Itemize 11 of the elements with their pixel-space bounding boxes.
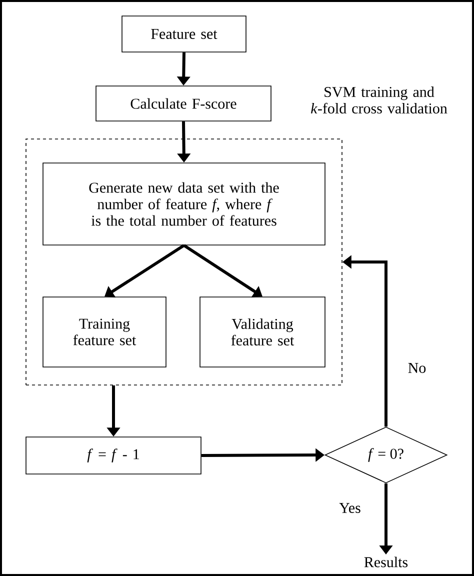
edge-label: No (406, 362, 428, 374)
arrow (104, 244, 185, 298)
result-text: Results (364, 556, 408, 568)
process-box: Feature set (122, 16, 246, 52)
process-box: Calculate F-score (96, 86, 272, 122)
process-box: Training feature set (42, 296, 166, 368)
process-box: Generate new data set with the number of feature f, where f is the total number of features (42, 162, 326, 246)
process-box: f = f - 1 (26, 436, 202, 474)
node-label: SVM training and k-fold cross validation (311, 86, 448, 114)
edge-label: Yes (338, 502, 362, 514)
process-box: Validating feature set (200, 296, 326, 368)
